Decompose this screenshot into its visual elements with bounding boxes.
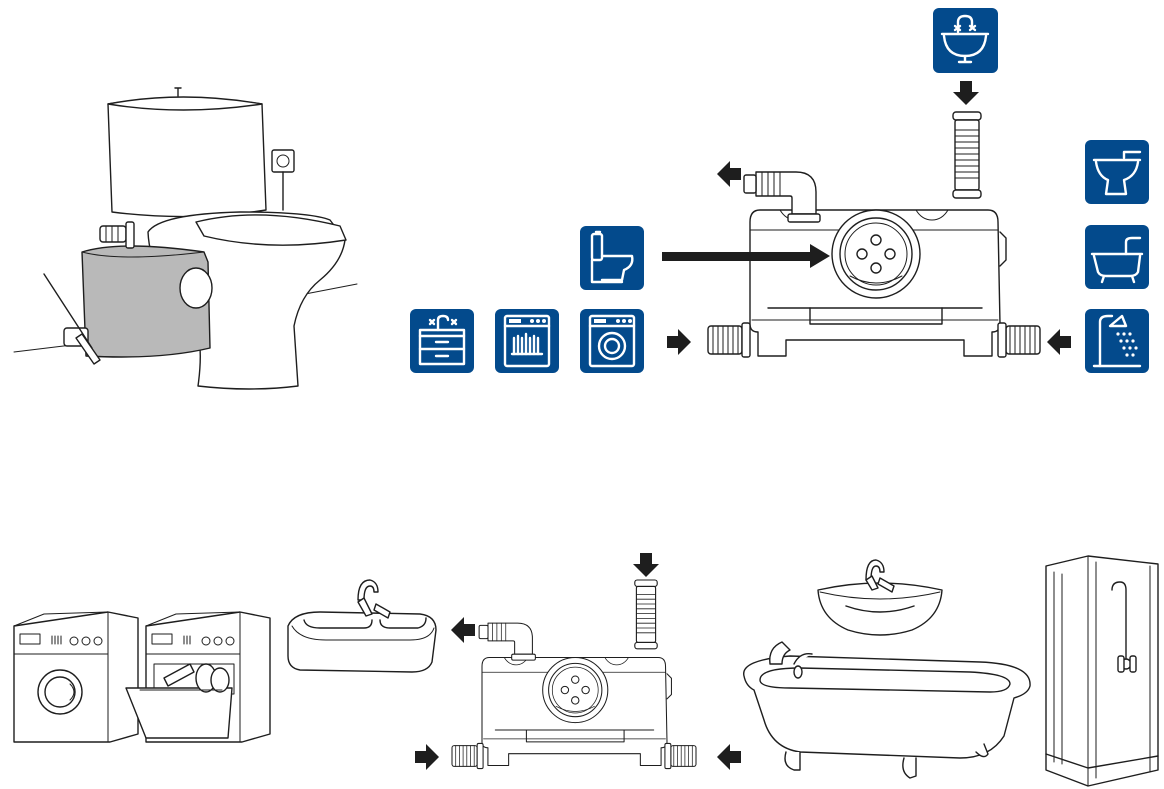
dishwasher-illustration [125, 611, 271, 743]
pump-unit-top [749, 209, 1007, 357]
down-arrow [953, 81, 979, 105]
left-inlet-top [707, 322, 751, 358]
down-arrow [633, 553, 659, 577]
left-arrow [717, 161, 741, 187]
left-arrow [717, 744, 741, 770]
washbasin-illustration [817, 559, 943, 636]
toilet-with-pump-illustration [13, 87, 358, 390]
toilet-icon [580, 226, 644, 290]
pump-unit-bottom [481, 656, 672, 767]
bathtub-illustration [743, 641, 1031, 779]
vanity-sink-icon [410, 309, 474, 373]
left-arrow [451, 617, 475, 643]
right-inlet-top [997, 322, 1041, 358]
dishwasher-icon [495, 309, 559, 373]
left-arrow [1047, 329, 1071, 355]
bathtub-icon [1085, 225, 1149, 289]
kitchen-sink-illustration [287, 579, 437, 673]
vertical-pipe-bottom [634, 579, 658, 650]
left-inlet-bottom [451, 742, 484, 770]
shower-cabin-illustration [1045, 555, 1159, 787]
right-arrow [667, 329, 691, 355]
shower-icon [1085, 309, 1149, 373]
washing-machine-icon [580, 309, 644, 373]
bidet-icon [1085, 140, 1149, 204]
washing-machine-illustration [13, 611, 139, 743]
right-arrow [415, 744, 439, 770]
appliance-scene [13, 553, 1159, 787]
right-inlet-bottom [664, 742, 697, 770]
washbasin-icon [933, 8, 998, 73]
long-right-arrow [662, 244, 830, 268]
vertical-pipe-top [952, 111, 982, 199]
pump-connection-diagram [410, 8, 1149, 373]
outlet-elbow-bottom [478, 622, 536, 661]
